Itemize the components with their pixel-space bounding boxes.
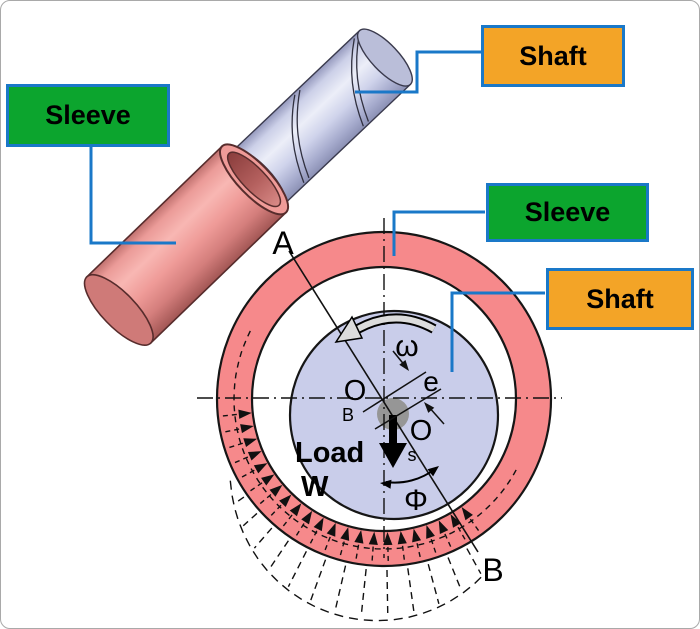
eccentricity-dimension <box>362 350 445 430</box>
callout-shaft-3d-text: Shaft <box>519 40 587 71</box>
rotation-arrow <box>334 313 437 343</box>
callout-shaft-3d: Shaft <box>481 25 625 87</box>
label-point-b: B <box>482 552 503 588</box>
leader-shaft-section <box>450 291 545 372</box>
helix-line <box>356 33 370 122</box>
label-load-symbol: W <box>301 471 329 503</box>
callout-sleeve-3d: Sleeve <box>6 84 170 147</box>
callout-sleeve-3d-text: Sleeve <box>45 100 131 130</box>
label-load: Load <box>295 437 364 469</box>
sleeve-bore <box>226 151 282 208</box>
sleeve-closed-end <box>83 274 154 346</box>
label-shaft-center: O <box>410 415 433 447</box>
helix-line <box>291 94 305 183</box>
leader-sleeve-3d <box>89 147 176 245</box>
pressure-distribution <box>219 330 519 622</box>
label-omega: ω <box>395 330 418 363</box>
helix-line <box>350 38 364 127</box>
callout-sleeve-section: Sleeve <box>486 183 649 242</box>
label-bearing-center: O <box>344 375 367 407</box>
leader-shaft-3d <box>355 50 481 94</box>
label-point-a: A <box>272 225 294 261</box>
callout-shaft-section: Shaft <box>546 268 694 330</box>
callout-sleeve-section-text: Sleeve <box>524 197 611 227</box>
load-arrow <box>379 415 407 468</box>
shaft-end-cap <box>356 28 413 87</box>
label-bearing-center-sub: B <box>342 405 354 425</box>
callout-shaft-section-text: Shaft <box>586 283 654 314</box>
sleeve-3d <box>83 143 290 346</box>
line-of-centers <box>288 250 479 553</box>
leader-sleeve-section <box>392 210 485 256</box>
label-eccentricity: e <box>423 366 439 397</box>
attitude-angle-arc <box>380 466 439 489</box>
label-phi: Φ <box>404 484 428 517</box>
shaft-center-dot <box>377 398 409 430</box>
helix-line <box>296 89 310 179</box>
label-shaft-center-sub: s <box>408 445 417 465</box>
